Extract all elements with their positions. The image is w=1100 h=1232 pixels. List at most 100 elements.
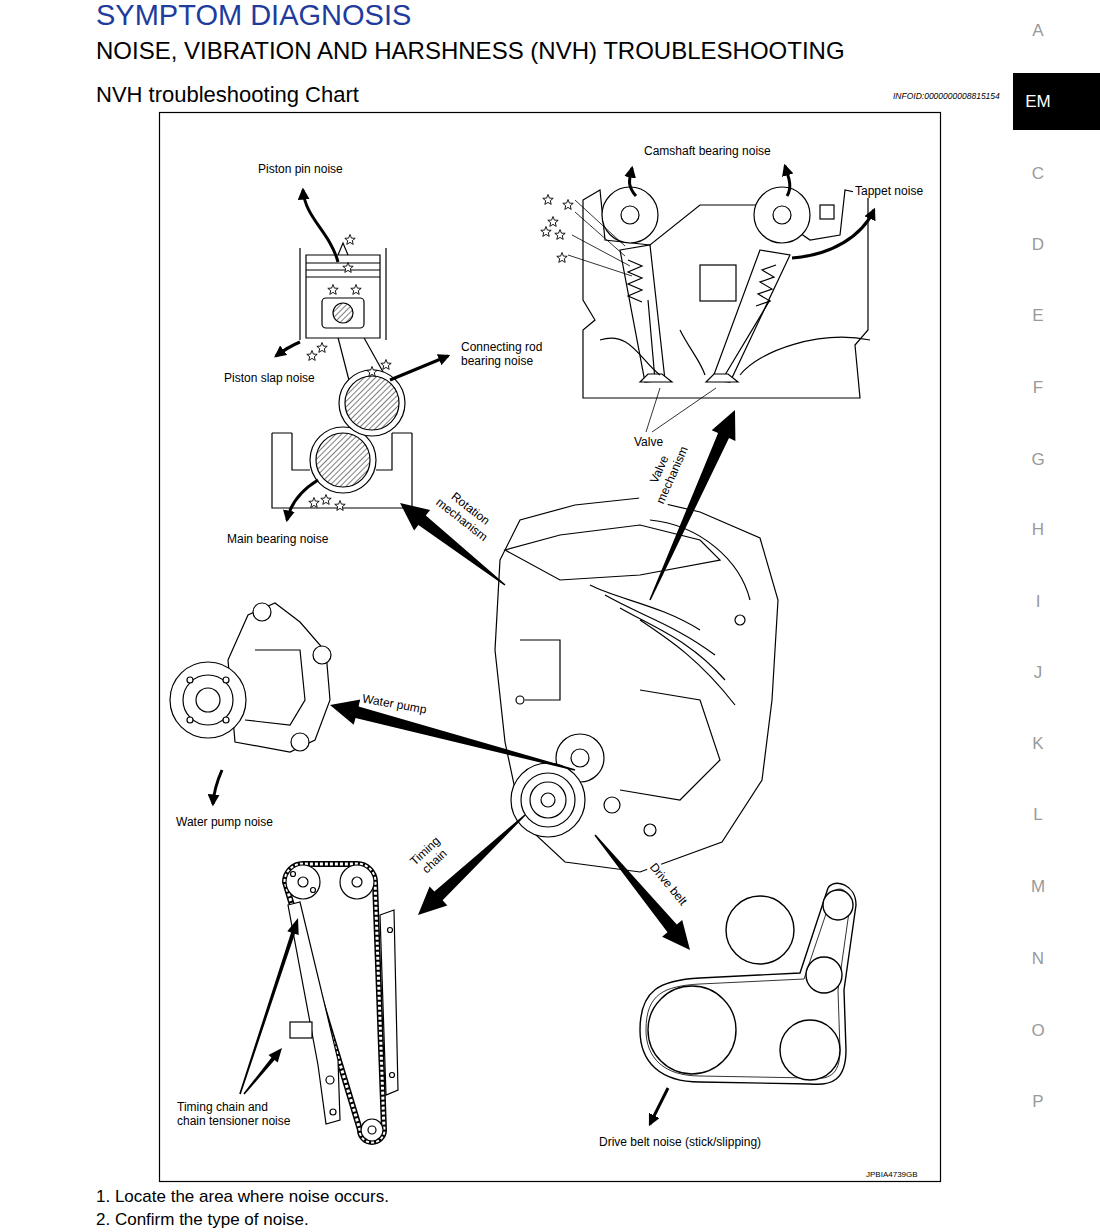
section-index-letter: I [1036, 592, 1041, 612]
timing-chain [288, 902, 340, 1124]
timing-chain [326, 1076, 334, 1084]
noise-label: Camshaft bearing noise [642, 144, 773, 158]
engine [516, 696, 524, 704]
noise-arrow [213, 770, 222, 804]
water-pump [253, 603, 271, 621]
section-index-letter: K [1032, 734, 1043, 754]
water-pump [313, 646, 331, 664]
noise-label: Piston slap noise [222, 371, 317, 385]
engine [590, 585, 735, 705]
section-index-letter: D [1032, 235, 1044, 255]
cylinder-head [700, 265, 736, 301]
drive-belt [648, 986, 736, 1074]
cylinder-head [602, 187, 658, 243]
chart-frame [160, 113, 941, 1182]
piston-assembly [345, 376, 399, 430]
noise-star [543, 195, 553, 205]
cylinder-head [712, 250, 790, 382]
water-pump [187, 677, 193, 683]
timing-chain [285, 864, 384, 1142]
engine [604, 797, 620, 813]
noise-star [548, 217, 558, 227]
engine [495, 498, 778, 872]
cylinder-head [583, 187, 870, 398]
timing-chain [298, 877, 308, 887]
piston-assembly [322, 298, 364, 328]
noise-arrow [650, 1088, 668, 1124]
timing-chain [352, 877, 362, 887]
section-index-letter: F [1033, 378, 1043, 398]
noise-star [557, 253, 567, 263]
noise-arrow [630, 168, 637, 196]
cylinder-head [706, 374, 738, 382]
section-index-letter: J [1034, 663, 1043, 683]
figure-code: JPBIA4739GB [866, 1170, 918, 1180]
engine [644, 824, 656, 836]
water-pump [245, 650, 305, 725]
noise-star [541, 227, 551, 237]
noise-label: Main bearing noise [225, 532, 330, 546]
section-index-letter: C [1032, 164, 1044, 184]
cylinder-head [648, 300, 770, 380]
noise-arrow [785, 166, 790, 196]
section-tab-label: EM [1025, 92, 1051, 112]
timing-chain [368, 1126, 376, 1134]
noise-star [555, 230, 565, 240]
noise-label: Drive belt noise (stick/slipping) [597, 1135, 763, 1149]
chart-heading: NVH troubleshooting Chart [96, 82, 359, 108]
noise-star [563, 200, 573, 210]
noise-arrow [792, 210, 874, 258]
engine [650, 520, 750, 600]
wedge-arrow [330, 700, 575, 771]
water-pump [223, 677, 229, 683]
drive-belt [823, 890, 853, 920]
water-pump [187, 717, 193, 723]
engine [495, 498, 778, 872]
timing-chain [285, 864, 398, 1142]
drive-belt [806, 957, 842, 993]
drive-belt [640, 883, 856, 1084]
wedge-arrow [243, 1048, 282, 1095]
engine [521, 773, 575, 827]
engine [571, 749, 589, 767]
cylinder-head [621, 206, 639, 224]
section-index-letter: P [1032, 1092, 1043, 1112]
cylinder-head [756, 265, 776, 306]
drive-belt [726, 896, 794, 964]
noise-arrow [630, 166, 875, 258]
cylinder-head [620, 245, 665, 382]
water-pump [196, 688, 220, 712]
section-index-letter: H [1032, 520, 1044, 540]
engine [735, 615, 745, 625]
timing-chain [340, 865, 374, 899]
noise-star [307, 351, 317, 361]
engine [541, 793, 555, 807]
timing-chain [361, 1119, 383, 1141]
noise-arrow [390, 356, 448, 380]
water-pump [170, 603, 331, 752]
engine [520, 640, 560, 700]
noise-star [351, 285, 361, 295]
piston-assembly [339, 370, 405, 436]
noise-star [345, 235, 355, 245]
noise-arrow [276, 342, 300, 356]
piston-assembly [316, 433, 370, 487]
water-pump [170, 662, 246, 738]
noise-star [381, 360, 391, 370]
cylinder-head [600, 330, 870, 375]
timing-chain [390, 1073, 395, 1078]
section-tab [1013, 73, 1100, 130]
piston-assembly [310, 427, 376, 493]
noise-arrow [213, 770, 222, 804]
wedge-arrow [239, 918, 299, 1094]
timing-chain [286, 865, 320, 899]
drive-belt [780, 1020, 840, 1080]
piston-assembly [272, 433, 412, 508]
noise-label: Timing chain and chain tensioner noise [175, 1100, 297, 1129]
mechanism-label: Timing chain [400, 827, 459, 885]
section-index-letter: G [1031, 450, 1044, 470]
section-index-letter: N [1032, 949, 1044, 969]
water-pump [223, 717, 229, 723]
noise-star [367, 367, 377, 377]
